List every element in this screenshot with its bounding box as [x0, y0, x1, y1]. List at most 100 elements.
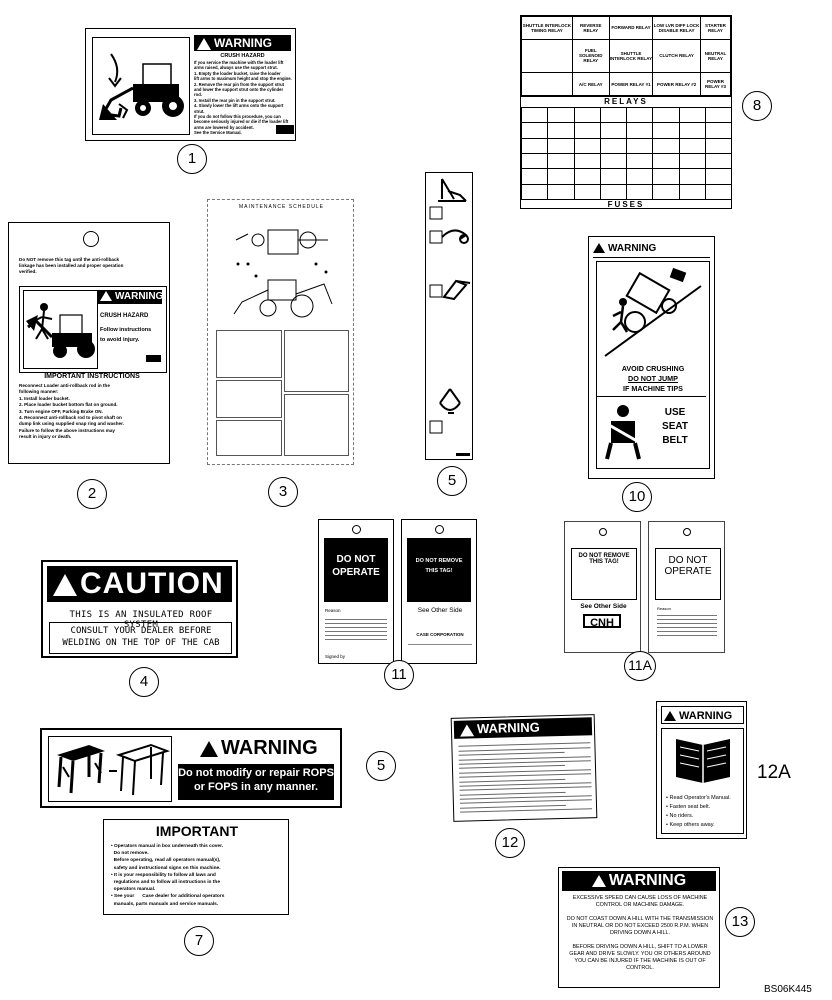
instruction-line: 4. Reconnect anti-rollback rod to pivot …	[19, 415, 122, 421]
warning-text-line: and lower the support strut onto the cyl…	[194, 87, 284, 98]
fuse-cell	[652, 107, 680, 124]
caution-message-box	[49, 622, 232, 654]
caution-header: CAUTION	[47, 566, 232, 602]
warning-text-line: If you do not follow this procedure, you…	[194, 114, 281, 120]
warning-header: WARNING	[661, 706, 744, 724]
warning-text-line: become seriously injured or die if the l…	[194, 119, 289, 125]
use-text: USE	[664, 407, 686, 418]
fuse-cell	[652, 137, 680, 154]
fine-print-line	[459, 768, 592, 774]
do-not-remove-box: DO NOT REMOVE THIS TAG!	[571, 548, 637, 600]
important-text-line: regulations and to follow all instructio…	[111, 880, 221, 886]
fuse-cell	[573, 153, 601, 170]
relay-cell	[521, 72, 573, 96]
relay-cell: SHUTTLE INTERLOCK RELAY	[608, 38, 654, 74]
open-book-icon	[676, 739, 730, 783]
caution-label: CAUTION	[80, 567, 224, 600]
warning-triangle-icon	[593, 243, 605, 254]
this-tag-label: THIS TAG!	[589, 559, 619, 565]
tag-hole	[683, 528, 691, 536]
fuse-cell	[704, 153, 732, 170]
tag-hole	[599, 528, 607, 536]
do-not-remove-label: DO NOT REMOVE	[578, 553, 630, 559]
fuse-cell	[704, 183, 732, 200]
tag-illustration	[23, 290, 98, 369]
tag-warning-panel: WARNING CRUSH HAZARD Follow instructions…	[19, 286, 167, 373]
see-other-side-label: See Other Side	[417, 607, 463, 614]
instruction-line: 2. Place loader bucket bottom flat on gr…	[19, 402, 118, 408]
instructions-title: IMPORTANT INSTRUCTIONS	[44, 373, 140, 380]
fuses-label: FUSES	[521, 199, 731, 210]
reason-label: Reason	[325, 608, 341, 613]
fine-print-line	[459, 778, 565, 783]
if-machine-tips-text: IF MACHINE TIPS	[623, 384, 683, 393]
rollover-illustration	[604, 267, 702, 357]
fuse-cell	[573, 122, 601, 139]
item-text: Fasten seat belt.	[669, 804, 711, 810]
fuse-grid	[521, 107, 732, 200]
signed-by-label: Signed by	[325, 654, 346, 659]
fuse-cell	[547, 107, 575, 124]
callout-13: 13	[725, 907, 755, 937]
warning-fine-print	[458, 739, 593, 818]
warning-label: WARNING	[221, 737, 318, 759]
important-text-line: Before operating, read all operators man…	[111, 858, 221, 864]
fuse-cell	[704, 122, 732, 139]
do-not-label: DO NOT	[668, 555, 708, 566]
tag-text-line: linkage has been installed and proper op…	[19, 263, 124, 268]
warning-text-line: 1. Empty the loader bucket, raise the lo…	[194, 70, 281, 76]
fine-print-line	[460, 804, 566, 809]
caution-line-3: WELDING ON THE TOP OF THE CAB	[62, 638, 220, 648]
rops-line-2: or FOPS in any manner.	[193, 781, 319, 793]
fine-print-line	[460, 808, 593, 813]
fine-print-line	[459, 795, 592, 800]
rops-illustration-box	[48, 736, 172, 802]
do-not-remove-panel: DO NOT REMOVE THIS TAG!	[407, 538, 471, 602]
tag-warning-header: WARNING	[98, 290, 163, 304]
tag-text-line: Do NOT remove this tag until the anti-ro…	[19, 257, 120, 262]
instruction-line: following manner:	[19, 389, 59, 395]
important-text-line: • It is your responsibility to follow al…	[111, 872, 216, 878]
operate-label: OPERATE	[664, 566, 712, 577]
decal-7-important-manual-notice: IMPORTANT • Operators manual in box unde…	[103, 819, 289, 915]
fuse-cell	[573, 168, 601, 185]
warning-header: WARNING	[562, 871, 716, 891]
relay-cell: NEUTRAL RELAY	[699, 38, 732, 74]
rops-canopy-illustration	[57, 743, 171, 796]
do-not-jump-text: DO NOT JUMP	[628, 374, 678, 383]
fuse-cell	[599, 168, 627, 185]
seat-belt-panel: USE SEAT BELT	[597, 396, 706, 466]
callout-11: 11	[384, 660, 414, 690]
important-text-line: operators manual.	[111, 887, 156, 893]
manual-item-1: • Read Operator's Manual.	[666, 795, 731, 801]
warning-triangle-icon	[197, 37, 211, 50]
decal-5-control-symbols-strip	[425, 172, 473, 460]
callout-4: 4	[129, 667, 159, 697]
callout-12: 12	[495, 828, 525, 858]
maintenance-table	[216, 330, 349, 456]
fuse-cell	[652, 122, 680, 139]
manual-item-3: • No riders.	[666, 813, 694, 819]
callout-7: 7	[184, 926, 214, 956]
loader-strut-illustration	[92, 37, 190, 135]
fuse-cell	[521, 183, 549, 200]
fine-print-line	[459, 782, 592, 787]
fuse-cell	[678, 153, 706, 170]
this-tag-label: THIS TAG!	[425, 568, 453, 574]
item-text: Read Operator's Manual.	[669, 795, 731, 801]
fine-print-line	[459, 791, 566, 796]
fine-print-line	[459, 799, 592, 805]
important-text-line: • Operators manual in box underneath thi…	[111, 844, 224, 849]
fuse-cell	[547, 153, 575, 170]
fuse-cell	[626, 137, 654, 154]
relay-cell: POWER RELAY #2	[652, 72, 701, 96]
fuse-cell	[547, 183, 575, 200]
callout-12a: 12A	[757, 762, 791, 783]
important-text-line: manuals, parts manuals and service manua…	[111, 901, 219, 907]
fuse-cell	[521, 168, 549, 185]
reason-lines	[657, 612, 717, 639]
fuse-cell	[599, 107, 627, 124]
control-symbols	[429, 178, 471, 456]
relay-cell: POWER RELAY #1	[608, 72, 654, 96]
